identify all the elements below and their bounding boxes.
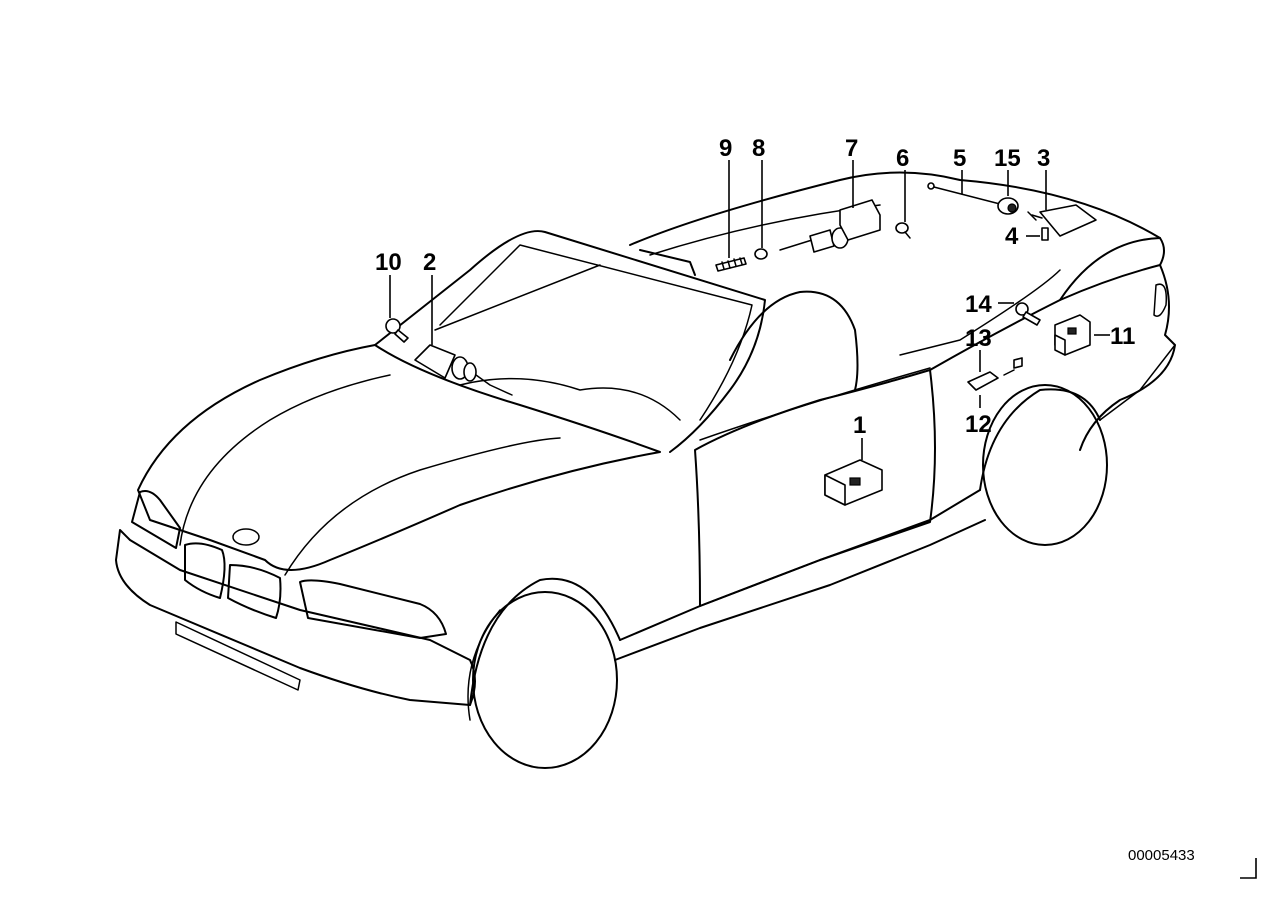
callout-2: 2 — [423, 249, 436, 276]
door-top-line — [699, 367, 931, 441]
part-5-rod — [927, 182, 1005, 211]
grille-left — [184, 542, 226, 599]
callout-15: 15 — [994, 145, 1021, 172]
part-4-screw — [1041, 227, 1049, 241]
callout-1: 1 — [853, 412, 866, 439]
callout-3: 3 — [1037, 145, 1050, 172]
drawing-number: 00005433 — [1128, 847, 1195, 864]
windshield-reflection — [434, 264, 601, 331]
headlight-right — [299, 579, 447, 639]
rear-wheel-arch — [979, 388, 1101, 491]
callout-9: 9 — [719, 135, 732, 162]
part-8-nut — [754, 248, 768, 260]
badge — [232, 528, 260, 546]
callout-13: 13 — [965, 325, 992, 352]
front-tire — [472, 591, 618, 769]
soft-top-cover — [629, 171, 1161, 246]
grille-right — [227, 564, 282, 619]
hood — [137, 344, 661, 571]
bumper-lower-line — [175, 621, 301, 691]
parts — [385, 182, 1097, 506]
callout-12: 12 — [965, 411, 992, 438]
callout-4: 4 — [1005, 223, 1019, 250]
callout-10: 10 — [375, 249, 402, 276]
part-9-spring — [715, 257, 747, 272]
cockpit-rim — [899, 269, 1061, 356]
hood-crease-right — [284, 437, 561, 576]
part-13-switch — [967, 369, 1015, 391]
side-sill — [619, 489, 981, 641]
front-wheel-arch — [469, 577, 621, 706]
windshield-frame — [374, 230, 766, 453]
front-tire-inner — [467, 609, 501, 721]
rear-bumper — [1099, 344, 1176, 421]
callout-11: 11 — [1110, 323, 1135, 350]
part-1-control-unit — [824, 459, 883, 506]
leader-lines — [389, 160, 1110, 460]
part-6-screw — [895, 222, 911, 239]
car-body — [115, 171, 1176, 769]
callout-6: 6 — [896, 145, 909, 172]
callout-8: 8 — [752, 135, 765, 162]
front-bumper — [115, 529, 476, 706]
rear-deck — [1059, 237, 1165, 301]
side-sill-lower — [614, 519, 986, 661]
roll-bar-left — [639, 249, 696, 276]
door — [694, 369, 936, 607]
callout-5: 5 — [953, 145, 966, 172]
part-7-actuator — [779, 199, 881, 253]
windshield-inner — [439, 244, 753, 421]
part-14-bolt — [1015, 302, 1041, 326]
part-3-lock — [1027, 204, 1097, 237]
dashboard — [459, 377, 681, 421]
front-seat — [729, 290, 859, 391]
part-11-bracket — [1054, 314, 1091, 356]
callout-14: 14 — [965, 291, 992, 318]
headlight-left — [131, 490, 181, 549]
callouts: 1 2 3 4 5 6 7 8 9 10 11 12 13 14 15 — [375, 135, 1135, 439]
part-15-grommet — [997, 197, 1019, 215]
hood-crease-left — [179, 374, 391, 546]
tail-light — [1153, 283, 1168, 317]
corner-mark — [1240, 858, 1257, 879]
rear-tire — [982, 384, 1108, 546]
part-10-screw — [385, 318, 409, 343]
callout-7: 7 — [845, 135, 858, 162]
part-12-plug — [1013, 357, 1023, 369]
part-2-hood-actuator — [414, 344, 513, 396]
